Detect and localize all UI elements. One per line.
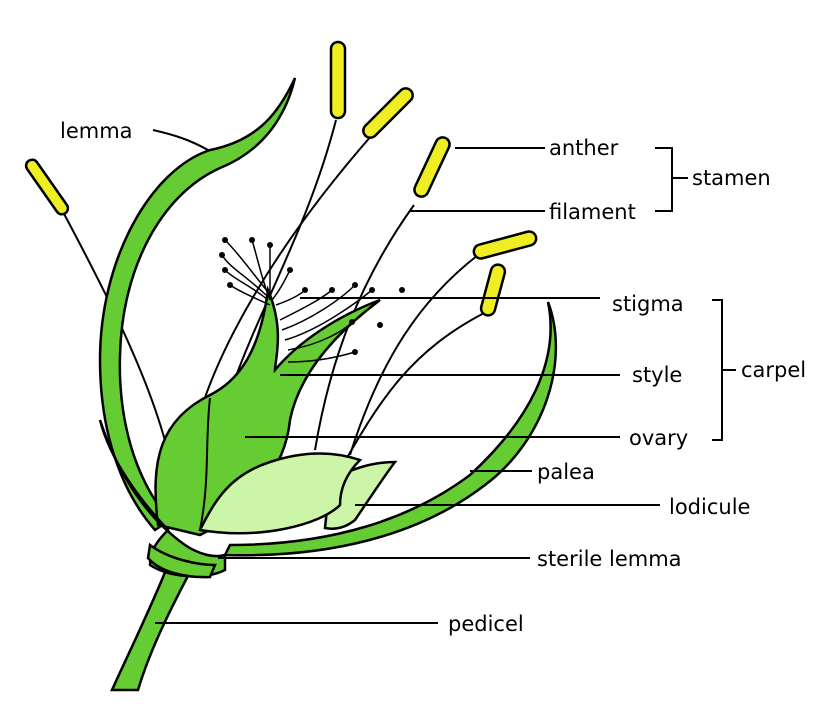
lemma-shape <box>98 77 297 532</box>
label-lemma: lemma <box>60 119 133 143</box>
stigma-branches <box>221 239 373 363</box>
ovary-midrib <box>199 397 211 531</box>
anther-3 <box>362 87 414 139</box>
anther-6 <box>479 263 507 317</box>
label-palea: palea <box>537 460 595 484</box>
ovary-shape <box>154 285 381 537</box>
carpel-bracket <box>712 299 736 441</box>
inner-bract-shape <box>198 452 363 535</box>
stigma-dots <box>219 237 405 355</box>
label-lodicule: lodicule <box>669 495 750 519</box>
label-stigma: stigma <box>612 292 684 316</box>
label-ovary: ovary <box>629 426 688 450</box>
label-carpel: carpel <box>741 358 806 382</box>
pedicel-shape <box>110 563 192 692</box>
anthers <box>24 40 538 317</box>
label-anther: anther <box>549 136 619 160</box>
label-pedicel: pedicel <box>448 612 524 636</box>
filaments <box>61 119 491 471</box>
label-style: style <box>632 363 682 387</box>
filament-1 <box>61 209 169 453</box>
label-sterile-lemma: sterile lemma <box>537 547 682 571</box>
anther-5 <box>472 230 538 260</box>
filament-6 <box>339 309 491 471</box>
filament-5 <box>349 254 479 456</box>
anther-4 <box>413 136 451 198</box>
anther-1 <box>24 158 70 216</box>
label-stamen: stamen <box>692 166 771 190</box>
leader-lines <box>152 129 660 624</box>
sterile-lemma-base <box>146 542 217 579</box>
palea-shape <box>223 301 558 557</box>
anther-2 <box>329 40 347 120</box>
stamen-bracket <box>655 147 688 212</box>
label-filament: filament <box>549 200 636 224</box>
